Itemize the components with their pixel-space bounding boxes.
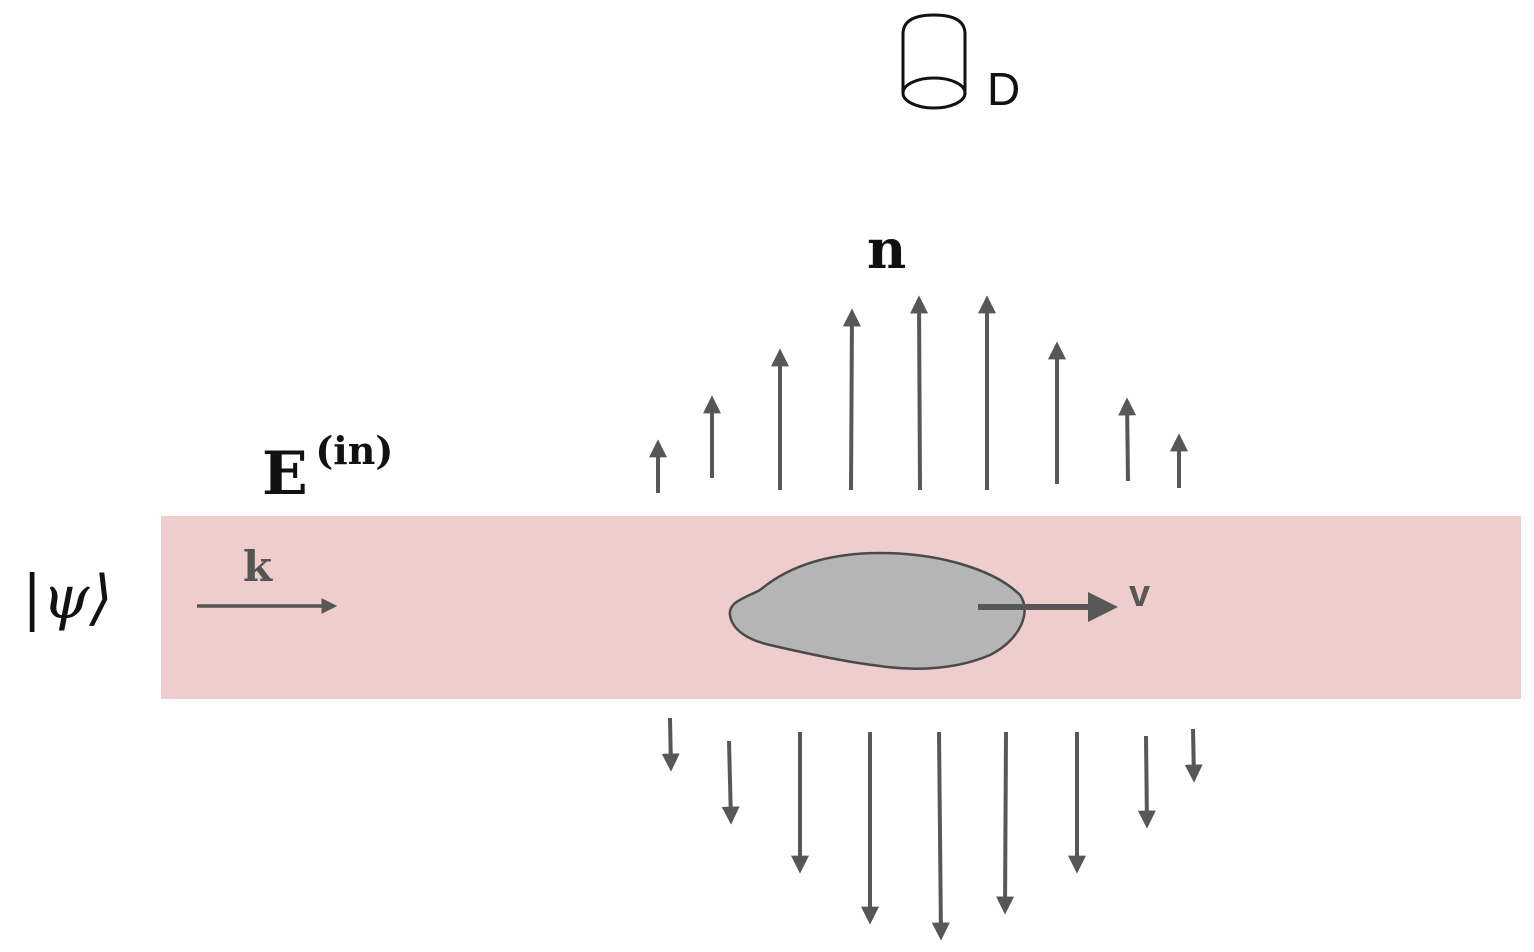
velocity-label: v bbox=[1129, 573, 1150, 615]
down-arrow-8 bbox=[1137, 735, 1156, 829]
particle-blob bbox=[728, 551, 1026, 670]
detector-label: D bbox=[987, 63, 1020, 115]
incident-field-label: E (in) bbox=[262, 428, 393, 509]
incident-field-base: E bbox=[262, 439, 308, 509]
up-arrow-5 bbox=[910, 295, 929, 491]
down-arrow-6 bbox=[996, 731, 1015, 915]
down-arrow-1 bbox=[661, 717, 680, 772]
down-arrow-2 bbox=[721, 740, 740, 825]
quantum-state-label: |ψ⟩ bbox=[22, 563, 113, 633]
wavevector-label: k bbox=[243, 542, 273, 591]
upward-emission-arrows bbox=[649, 295, 1188, 493]
normal-vector-label: n bbox=[867, 217, 906, 281]
down-arrow-5 bbox=[931, 731, 950, 941]
up-arrow-4 bbox=[842, 308, 861, 491]
detector-icon bbox=[901, 13, 967, 110]
downward-emission-arrows bbox=[661, 717, 1203, 941]
down-arrow-9 bbox=[1184, 728, 1203, 783]
up-arrow-8 bbox=[1118, 397, 1137, 482]
incident-field-superscript: (in) bbox=[315, 428, 393, 473]
